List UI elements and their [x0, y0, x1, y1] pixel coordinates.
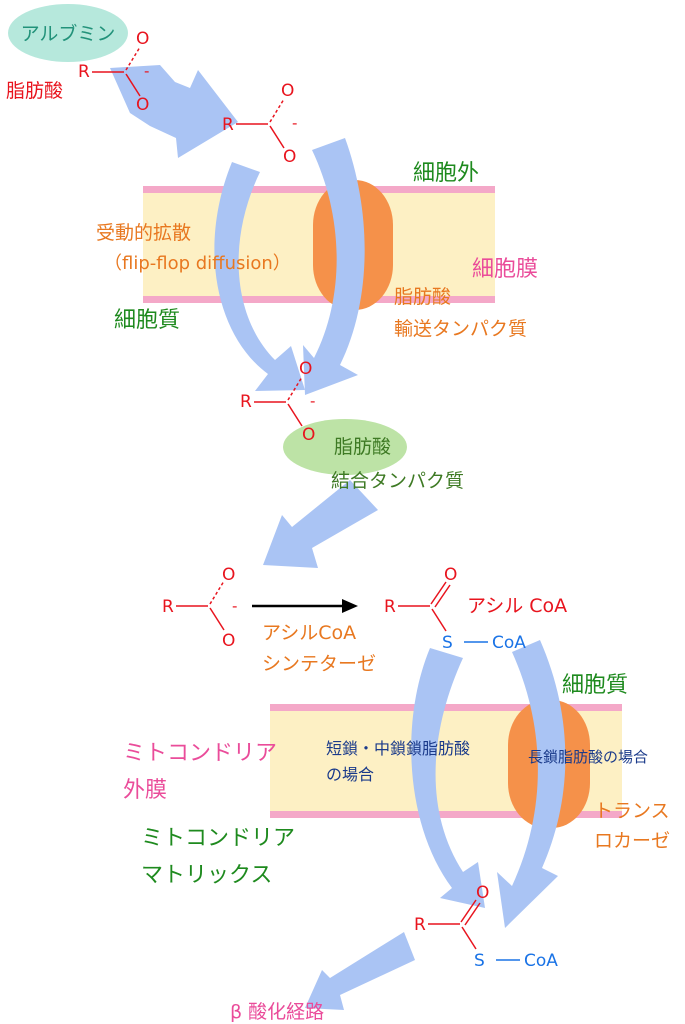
svg-text:CoA: CoA — [524, 951, 558, 971]
svg-text:S: S — [442, 633, 453, 653]
svg-text:R: R — [222, 115, 234, 135]
svg-text:O: O — [299, 359, 312, 379]
plasma-membrane-inner-line — [143, 296, 495, 303]
mito-matrix-line1: ミトコンドリア — [141, 826, 295, 851]
long-chain-arrow — [497, 640, 566, 928]
svg-text:R: R — [414, 915, 426, 935]
beta-oxidation-label: β 酸化経路 — [230, 1001, 324, 1023]
cytoplasm-label-top: 細胞質 — [114, 308, 180, 333]
binding-protein-label-line1: 脂肪酸 — [334, 436, 391, 458]
mito-outer-membrane-line1: ミトコンドリア — [123, 741, 277, 766]
svg-text:O: O — [281, 81, 294, 101]
transport-arrows — [110, 65, 566, 1010]
cytoplasm-label-bottom: 細胞質 — [562, 673, 628, 698]
transporter-label-line2: 輸送タンパク質 — [394, 318, 527, 340]
svg-text:R: R — [384, 597, 396, 617]
svg-text:S: S — [474, 951, 485, 971]
svg-text:O: O — [444, 565, 457, 585]
svg-text:O: O — [302, 425, 315, 445]
acyl-coa-synthetase-line2: シンテターゼ — [262, 653, 376, 675]
transporter-arrow — [303, 138, 365, 395]
short-chain-arrow — [411, 648, 485, 908]
mito-matrix-line2: マトリックス — [141, 863, 272, 888]
mito-membrane-outer-line — [270, 704, 622, 711]
extracellular-label: 細胞外 — [413, 161, 479, 186]
acyl-coa-synthetase-line1: アシルCoA — [262, 622, 356, 644]
svg-text:R: R — [240, 392, 252, 412]
albumin-release-arrow — [110, 65, 238, 158]
svg-text:O: O — [222, 631, 235, 651]
fatty-acid-carboxylate-1: R O - O — [78, 29, 149, 115]
svg-text:O: O — [476, 883, 489, 903]
long-chain-label: 長鎖脂肪酸の場合 — [528, 748, 648, 766]
fatty-acid-carboxylate-3: R O - O — [240, 359, 315, 445]
mito-membrane-inner-line — [270, 811, 622, 818]
svg-text:R: R — [78, 62, 90, 82]
svg-text:CoA: CoA — [492, 633, 526, 653]
plasma-membrane — [143, 180, 495, 310]
passive-diffusion-arrow — [214, 162, 305, 391]
svg-text:O: O — [136, 95, 149, 115]
activation-arrow — [252, 599, 358, 613]
acyl-coa-structure-1: R O S CoA — [384, 565, 526, 653]
acyl-coa-label: アシル CoA — [467, 595, 567, 617]
fatty-acid-carboxylate-4: R O - O — [162, 565, 237, 651]
beta-oxidation-arrow — [305, 932, 415, 1010]
acyl-coa-structure-2: R O S CoA — [414, 883, 558, 971]
svg-text:O: O — [222, 565, 235, 585]
albumin-label: アルブミン — [21, 22, 116, 45]
svg-text:-: - — [144, 62, 149, 80]
plasma-membrane-outer-line — [143, 186, 495, 193]
translocase-label-line2: ロカーゼ — [594, 830, 670, 852]
svg-text:-: - — [310, 392, 315, 410]
fatty-acid-carboxylate-2: R O - O — [222, 81, 297, 167]
short-chain-label-line2: の場合 — [326, 765, 374, 784]
fatty-acid-label: 脂肪酸 — [6, 80, 63, 102]
transporter-label-line1: 脂肪酸 — [394, 286, 451, 308]
plasma-membrane-label: 細胞膜 — [472, 257, 538, 282]
svg-text:O: O — [283, 147, 296, 167]
svg-text:O: O — [136, 29, 149, 49]
translocase-label-line1: トランス — [594, 800, 670, 822]
mito-outer-membrane-line2: 外膜 — [123, 778, 167, 803]
albumin-ellipse — [8, 4, 128, 62]
passive-diffusion-label: 受動的拡散 — [96, 222, 191, 244]
binding-protein-ellipse — [283, 419, 407, 475]
svg-text:-: - — [292, 114, 297, 132]
binding-protein-release-arrow — [263, 480, 378, 568]
flip-flop-label: （flip-flop diffusion） — [104, 253, 291, 274]
svg-text:R: R — [162, 597, 174, 617]
short-chain-label-line1: 短鎖・中鎖鎖脂肪酸 — [326, 739, 470, 758]
svg-text:-: - — [232, 597, 237, 615]
binding-protein-label-line2: 結合タンパク質 — [331, 470, 464, 492]
